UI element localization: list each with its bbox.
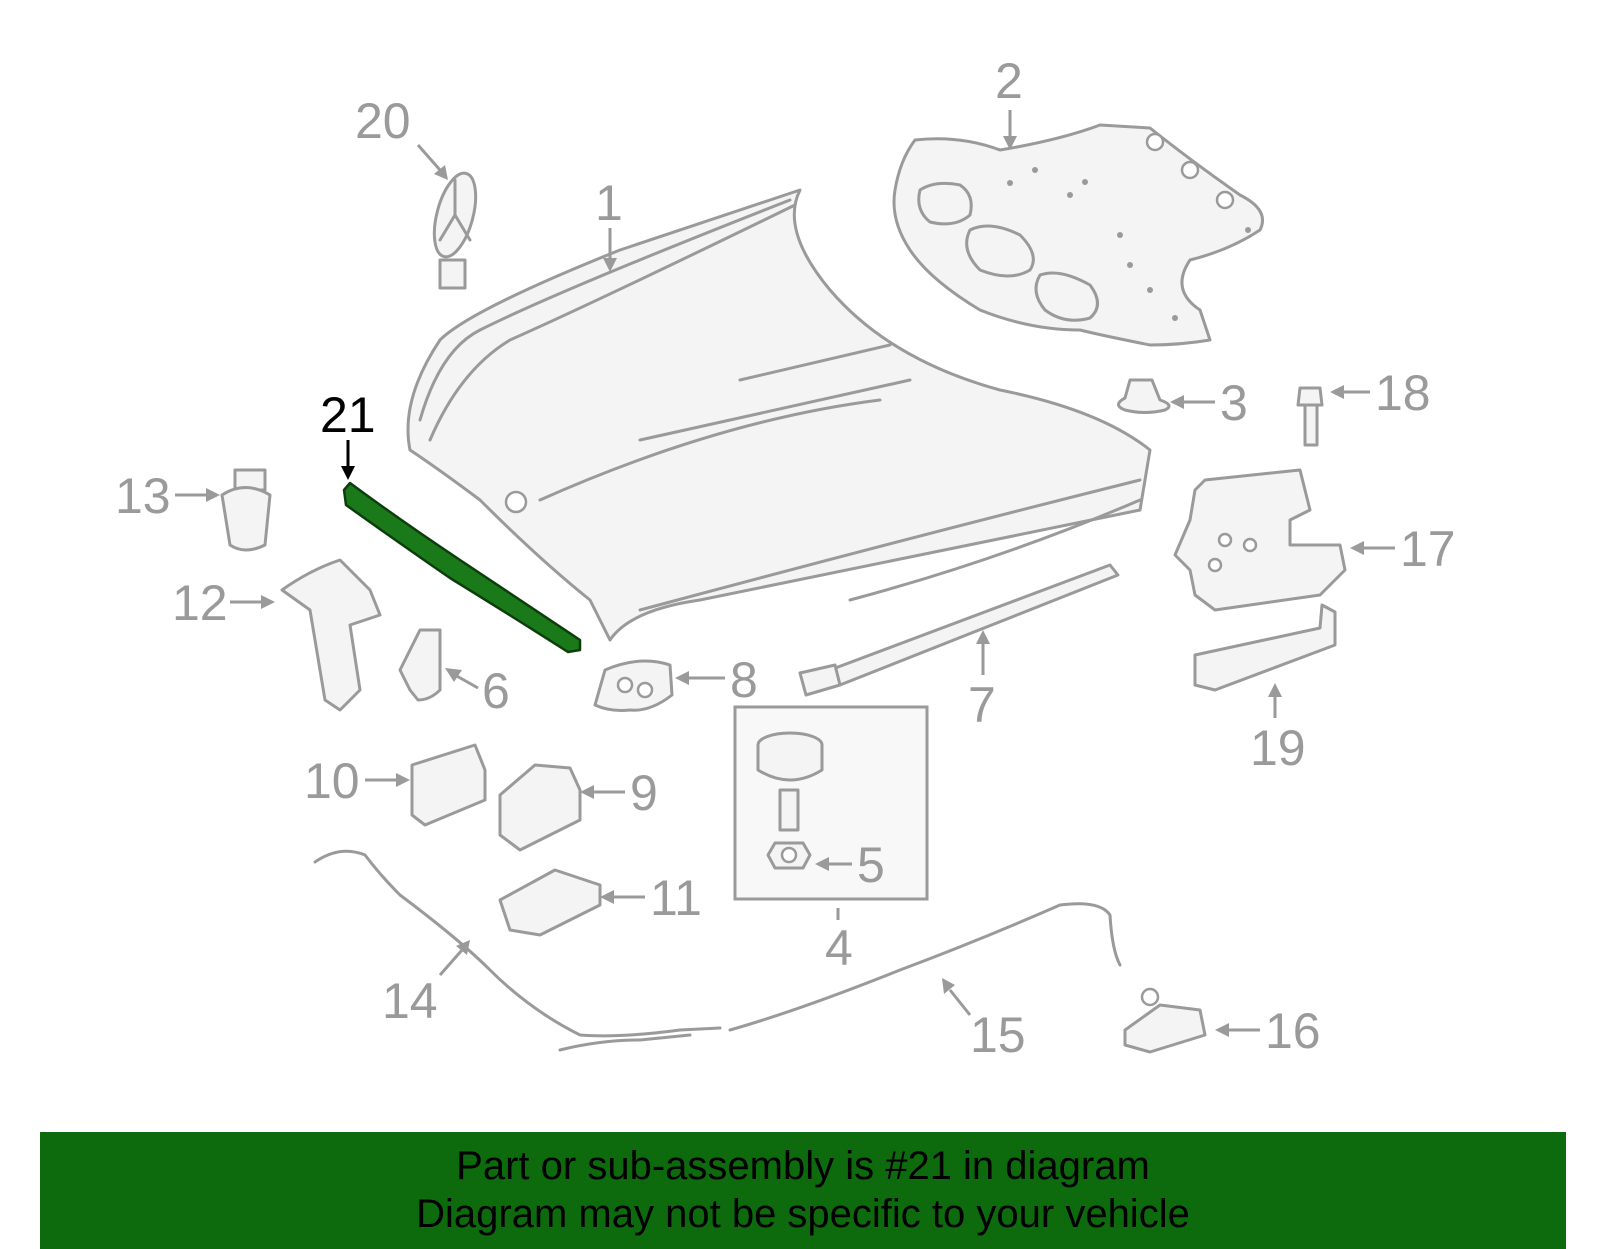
callout-20: 20 [355,93,411,149]
hood-seal-part-21[interactable] [342,481,582,654]
bracket-part-6[interactable] [398,628,442,702]
gas-strut-part[interactable] [798,563,1120,697]
callout-18: 18 [1375,365,1431,421]
bracket-part-9[interactable] [498,763,582,852]
release-cable-part-15[interactable] [728,902,1122,1032]
callout-2: 2 [995,53,1023,109]
bracket-part-19[interactable] [1193,603,1337,692]
callout-19: 19 [1250,720,1306,776]
adjuster-assembly-box[interactable] [733,705,929,901]
callout-15: 15 [970,1007,1026,1063]
release-cable-part-14[interactable] [313,849,722,1052]
footer-banner: Part or sub-assembly is #21 in diagram D… [40,1132,1566,1249]
footer-line-1: Part or sub-assembly is #21 in diagram [456,1144,1150,1188]
hinge-plate-part-8[interactable] [593,659,674,712]
support-bracket-part-12[interactable] [280,558,382,712]
callout-8: 8 [730,652,758,708]
callout-11: 11 [650,870,702,926]
callout-17: 17 [1400,521,1456,577]
callout-13: 13 [115,468,171,524]
callout-16: 16 [1265,1003,1321,1059]
callout-9: 9 [630,765,658,821]
callout-4: 4 [825,920,853,976]
callout-labels: 1 2 3 4 5 6 7 8 9 10 11 12 13 14 15 16 1… [115,53,1456,1063]
callout-5: 5 [857,837,885,893]
hood-emblem-part-20[interactable] [426,169,483,290]
insulation-pad-part[interactable] [892,123,1264,347]
bracket-part-10[interactable] [410,743,487,827]
hood-part[interactable] [406,188,1152,642]
release-handle-part-16[interactable] [1123,987,1207,1054]
bumper-stop-part-13[interactable] [220,468,272,552]
callout-1: 1 [595,175,623,231]
callout-7: 7 [968,677,996,733]
callout-21: 21 [320,387,376,443]
callout-10: 10 [304,753,360,809]
callout-3: 3 [1220,375,1248,431]
footer-line-2: Diagram may not be specific to your vehi… [416,1192,1190,1236]
parts-diagram: 1 2 3 4 5 6 7 8 9 10 11 12 13 14 15 16 1… [115,53,1456,1063]
latch-part-11[interactable] [498,868,602,937]
hood-latch-part-17[interactable] [1173,468,1347,612]
callout-6: 6 [482,663,510,719]
leader-arrows [175,110,1395,1037]
clip-part-3[interactable] [1117,378,1171,414]
bolt-part-18[interactable] [1296,386,1324,447]
callout-12: 12 [172,575,228,631]
callout-14: 14 [382,973,438,1029]
